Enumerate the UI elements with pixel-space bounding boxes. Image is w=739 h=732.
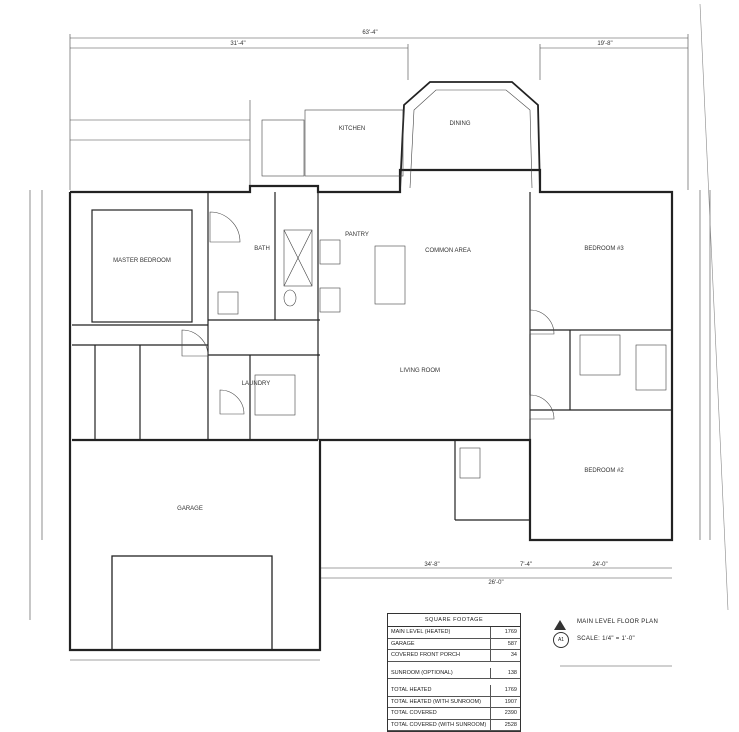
table-row: TOTAL HEATED (WITH SUNROOM) 1907 — [388, 696, 520, 708]
drawing-title-block: A1 MAIN LEVEL FLOOR PLAN SCALE: 1/4" = 1… — [545, 610, 665, 660]
row-label: GARAGE — [388, 638, 491, 649]
garage-label: GARAGE — [177, 506, 203, 512]
pantry-label: PANTRY — [345, 232, 369, 238]
row-value: 1769 — [504, 687, 517, 693]
living-room-label: LIVING ROOM — [400, 368, 440, 374]
row-value: 1769 — [504, 629, 517, 635]
laundry-label: LAUNDRY — [242, 381, 271, 387]
fixtures — [181, 211, 667, 479]
row-value: 34 — [510, 652, 517, 658]
exterior-walls — [68, 168, 674, 652]
table-row: COVERED FRONT PORCH 34 — [388, 650, 520, 662]
common-area-label: COMMON AREA — [425, 248, 471, 254]
dim-top-left: 31'-4" — [230, 41, 245, 47]
row-value: 2528 — [504, 721, 517, 728]
row-label: TOTAL HEATED (WITH SUNROOM) — [388, 696, 491, 707]
row-value: 138 — [507, 669, 517, 676]
table-row: GARAGE 587 — [388, 638, 520, 650]
dim-top-overall: 63'-4" — [362, 30, 377, 36]
bedroom-3-label: BEDROOM #3 — [584, 246, 624, 252]
row-label: TOTAL HEATED — [388, 685, 491, 696]
row-label: SUNROOM (OPTIONAL) — [388, 667, 491, 678]
interior-walls — [72, 192, 672, 540]
paper-edge — [699, 3, 729, 611]
table-row: TOTAL HEATED 1769 — [388, 685, 520, 697]
bedroom-2-label: BEDROOM #2 — [584, 468, 624, 474]
dim-bottom-2: 7'-4" — [520, 562, 532, 568]
row-value: 2390 — [504, 710, 517, 716]
bath-label: BATH — [254, 246, 270, 252]
master-bedroom — [91, 209, 193, 323]
row-value: 1907 — [504, 698, 517, 705]
north-arrow-icon — [554, 620, 566, 630]
drawing-title: MAIN LEVEL FLOOR PLAN — [577, 619, 659, 625]
dimension-lines — [29, 34, 711, 667]
row-label: TOTAL COVERED — [388, 708, 491, 719]
table-row: SUNROOM (OPTIONAL) 138 — [388, 667, 520, 679]
row-value: 587 — [507, 640, 517, 647]
sunroom-bay — [261, 81, 541, 191]
dim-bottom-3: 24'-0" — [592, 562, 607, 568]
kitchen-label: KITCHEN — [339, 126, 365, 132]
dim-bottom-overall: 26'-0" — [488, 580, 503, 586]
square-footage-table: SQUARE FOOTAGE MAIN LEVEL (HEATED) 1769 G… — [387, 613, 521, 732]
garage-door — [111, 555, 273, 651]
dim-top-right: 19'-8" — [597, 41, 612, 47]
table-row: TOTAL COVERED 2390 — [388, 708, 520, 720]
table-row: MAIN LEVEL (HEATED) 1769 — [388, 627, 520, 639]
table-row: TOTAL COVERED (WITH SUNROOM) 2528 — [388, 719, 520, 731]
master-bedroom-label: MASTER BEDROOM — [113, 258, 171, 264]
dim-bottom-1: 34'-8" — [424, 562, 439, 568]
drawing-scale: SCALE: 1/4" = 1'-0" — [577, 636, 635, 642]
sheet-marker: A1 — [553, 632, 569, 648]
row-label: COVERED FRONT PORCH — [388, 650, 491, 661]
square-footage-title: SQUARE FOOTAGE — [388, 614, 520, 627]
dining-label: DINING — [450, 121, 471, 127]
row-label: TOTAL COVERED (WITH SUNROOM) — [388, 719, 491, 730]
row-label: MAIN LEVEL (HEATED) — [388, 627, 491, 638]
